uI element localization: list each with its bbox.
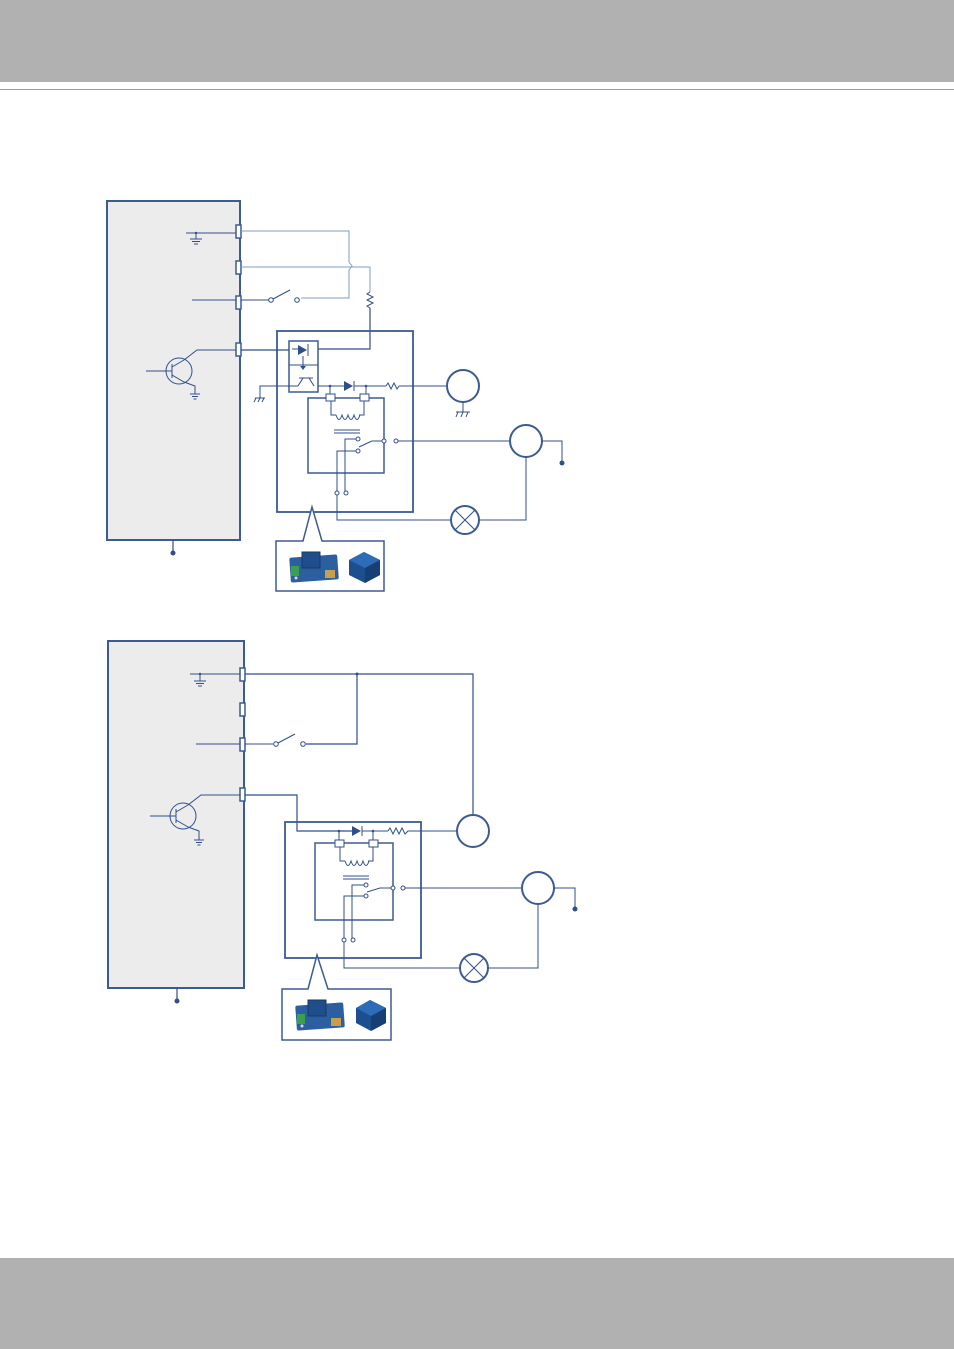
terminal-7	[240, 738, 245, 751]
relay-box-1	[308, 398, 384, 473]
relay-coil-icon	[331, 401, 364, 433]
ground-icon-source	[456, 402, 470, 417]
terminal-1	[236, 225, 241, 238]
terminal-8	[240, 788, 245, 801]
power-source-4	[522, 872, 554, 904]
ground-terminal-dot-2	[175, 999, 180, 1004]
terminal-6	[240, 703, 245, 716]
power-source-3	[457, 815, 489, 847]
relay-coil-icon	[340, 847, 373, 879]
terminal-5	[240, 668, 245, 681]
terminal-3	[236, 296, 241, 309]
relay-contacts-icon	[342, 883, 405, 942]
diagram-1	[107, 201, 565, 591]
terminal-4	[236, 343, 241, 356]
diode-icon	[338, 826, 457, 836]
power-source-2	[510, 425, 542, 457]
diagram-2	[108, 641, 578, 1040]
lamp-icon	[451, 506, 479, 534]
terminal-2	[236, 261, 241, 274]
relay-contacts-icon	[335, 437, 398, 495]
resistor-icon	[317, 292, 373, 349]
device-body-1	[107, 201, 240, 540]
relay-box-2	[315, 843, 393, 920]
power-source-1	[447, 370, 479, 402]
lamp-icon	[460, 954, 488, 982]
diode-icon	[318, 381, 447, 391]
ground-terminal-dot-1	[171, 551, 176, 556]
